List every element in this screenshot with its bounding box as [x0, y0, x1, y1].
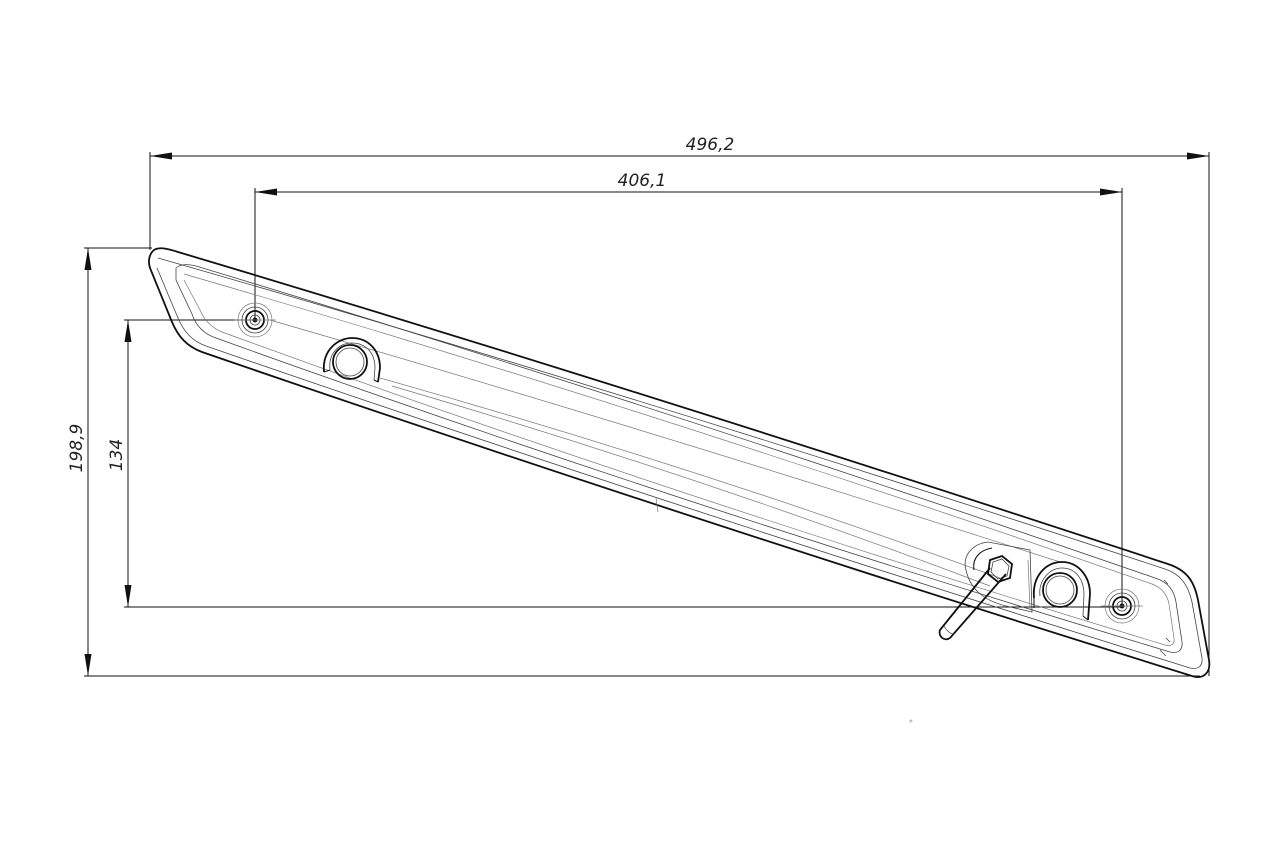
arrow-head: [1187, 152, 1209, 160]
arrow-head: [84, 248, 92, 270]
mounting-stud-left: [234, 302, 276, 338]
arrow-head: [84, 654, 92, 676]
dimension-hole-spacing: 406,1: [254, 171, 1123, 606]
mounting-stud-right: [1101, 588, 1143, 624]
arrow-head: [1100, 188, 1122, 196]
arrow-head: [124, 320, 132, 342]
part-outer-contour: [148, 247, 1211, 678]
part-rib-line: [379, 377, 1001, 579]
hole-spacing-label: 406,1: [618, 171, 667, 191]
part-inner-flange-offset: [183, 273, 1175, 646]
arrow-head: [124, 585, 132, 607]
part-rib-mark: [655, 497, 659, 513]
cable-connector: [938, 541, 1033, 641]
overall-width-label: 496,2: [686, 135, 735, 155]
overall-height-label: 198,9: [67, 424, 87, 473]
dimension-overall-width: 496,2: [149, 135, 1210, 676]
dimension-overall-height: 198,9: [67, 247, 1200, 677]
arrow-head: [255, 188, 277, 196]
hole-height-label: 134: [107, 439, 127, 471]
clip-boss-right: [1033, 561, 1091, 621]
arrow-head: [150, 152, 172, 160]
speck: [909, 719, 913, 723]
part-end-mark: [1159, 579, 1171, 657]
clip-boss-left: [323, 337, 381, 383]
part-edge-line: [156, 257, 1203, 669]
part-slot: [1027, 559, 1031, 611]
dimension-hole-height: 134: [107, 319, 1122, 608]
part-rib-line: [269, 319, 1061, 563]
part-rib-line: [391, 385, 991, 587]
part-body: [148, 247, 1211, 678]
part-inner-flange: [175, 264, 1183, 653]
